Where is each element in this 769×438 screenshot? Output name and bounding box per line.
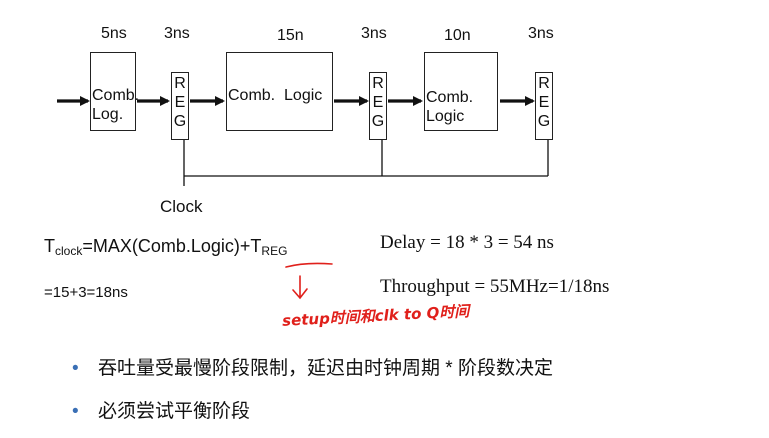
timing-reg3: 3ns (528, 25, 554, 42)
register-2: R E G (369, 72, 387, 140)
down-arrow-stroke (292, 275, 308, 300)
tclock-formula: Tclock=MAX(Comb.Logic)+TREG (44, 236, 287, 258)
delay-text: Delay = 18 * 3 = 54 ns (380, 232, 554, 253)
handwritten-strokes (285, 262, 333, 300)
t-symbol: T (44, 236, 55, 256)
comb-logic-label-1: Comb. Log. (92, 87, 140, 123)
register-label-2: R E G (371, 75, 385, 130)
clock-subscript: clock (55, 244, 83, 258)
bullet-dot-icon: • (72, 401, 79, 422)
timing-comb1: 5ns (101, 25, 127, 42)
comb-logic-label-3: Comb. Logic (426, 89, 474, 125)
comb-logic-label-2: Comb. Logic (228, 87, 323, 104)
throughput-text: Throughput = 55MHz=1/18ns (380, 276, 610, 297)
clock-bus (183, 140, 549, 186)
reg-subscript: REG (261, 244, 288, 258)
bullet-item-1: • 吞吐量受最慢阶段限制，延迟由时钟周期 * 阶段数决定 (72, 353, 553, 380)
timing-reg2: 3ns (361, 25, 387, 42)
timing-reg1: 3ns (164, 25, 190, 42)
bullet-text-1: 吞吐量受最慢阶段限制，延迟由时钟周期 * 阶段数决定 (98, 358, 553, 379)
register-label-3: R E G (537, 75, 551, 130)
comb-logic-block-1: Comb. Log. (90, 52, 140, 131)
bullet-item-2: • 必须尝试平衡阶段 (72, 396, 250, 423)
formula-result: =15+3=18ns (44, 284, 128, 301)
bullet-dot-icon: • (72, 358, 79, 379)
register-1: R E G (171, 72, 189, 140)
clock-label: Clock (160, 197, 203, 216)
formula-middle: =MAX(Comb.Logic)+T (82, 236, 262, 256)
comb-logic-block-2: Comb. Logic (226, 52, 333, 131)
bullet-text-2: 必须尝试平衡阶段 (98, 401, 251, 422)
comb-logic-block-3: Comb. Logic (424, 52, 498, 131)
register-label-1: R E G (173, 75, 187, 130)
underline-stroke (285, 262, 333, 268)
register-3: R E G (535, 72, 553, 140)
